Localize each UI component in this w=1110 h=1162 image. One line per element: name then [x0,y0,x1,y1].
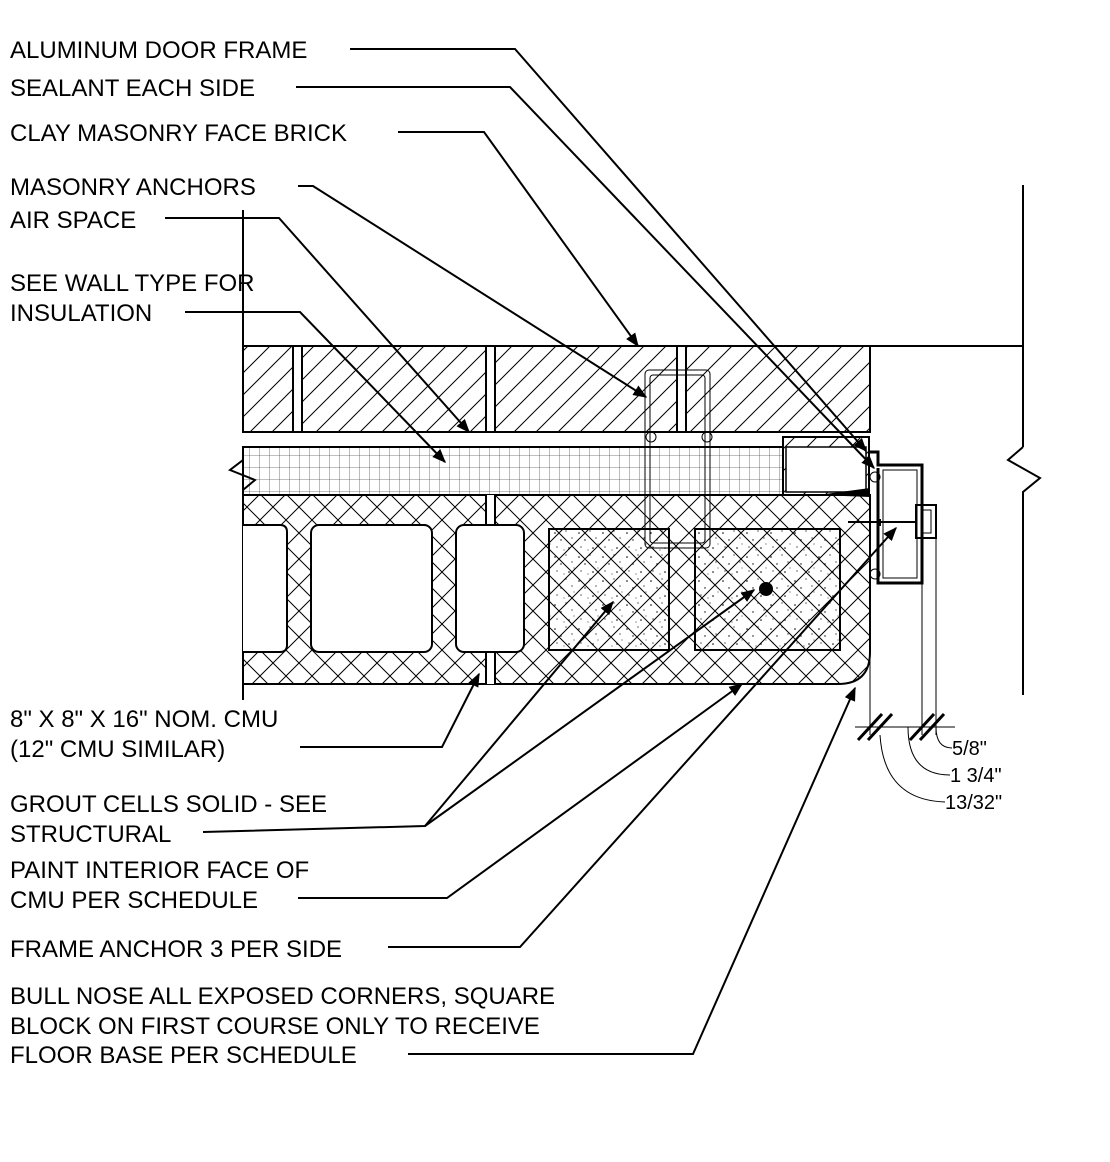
leader-face-brick [398,131,639,348]
label-grout-line1: GROUT CELLS SOLID - SEE [10,791,327,818]
label-cmu-line2: (12" CMU SIMILAR) [10,736,225,763]
callout-labels: ALUMINUM DOOR FRAME SEALANT EACH SIDE CL… [10,37,555,1069]
jamb-blocking [782,436,870,497]
label-bullnose-line2: BLOCK ON FIRST COURSE ONLY TO RECEIVE [10,1013,540,1040]
insulation-layer [242,446,784,496]
label-bullnose-line1: BULL NOSE ALL EXPOSED CORNERS, SQUARE [10,983,555,1010]
rebar [759,582,773,596]
leader-grout-2 [424,589,756,827]
aluminum-frame [848,450,937,735]
dimension-labels: 5/8" 1 3/4" 13/32" [945,738,1002,814]
label-grout-line2: STRUCTURAL [10,821,171,848]
dimension-marks [855,712,955,803]
label-insulation-line2: INSULATION [10,300,152,327]
leader-insulation [185,311,446,464]
masonry-anchor [644,369,713,549]
leader-masonry-anchors [298,185,648,398]
leader-lines [165,48,897,1055]
leader-paint [298,683,744,899]
label-insulation-line1: SEE WALL TYPE FOR [10,270,255,297]
dim-one-three-quarters: 1 3/4" [950,765,1002,787]
dim-thirteen-thirtyseconds: 13/32" [945,792,1002,814]
wall-graphic [227,185,1042,803]
label-frame-anchor: FRAME ANCHOR 3 PER SIDE [10,936,342,963]
leader-aluminum-frame [350,48,867,453]
label-paint-line2: CMU PER SCHEDULE [10,887,258,914]
label-sealant-each-side: SEALANT EACH SIDE [10,75,255,102]
label-air-space: AIR SPACE [10,207,136,234]
left-break-line [227,447,257,495]
label-cmu-line1: 8" X 8" X 16" NOM. CMU [10,706,278,733]
label-masonry-anchors: MASONRY ANCHORS [10,174,256,201]
leader-cmu [300,672,480,748]
label-clay-masonry-face-brick: CLAY MASONRY FACE BRICK [10,120,347,147]
label-paint-line1: PAINT INTERIOR FACE OF [10,857,309,884]
label-bullnose-line3: FLOOR BASE PER SCHEDULE [10,1042,357,1069]
dim-five-eighths: 5/8" [952,738,987,760]
leader-air-space [165,217,470,434]
cmu-block [242,494,871,685]
leader-sealant [296,86,875,470]
leader-bull-nose [408,686,856,1055]
label-aluminum-door-frame: ALUMINUM DOOR FRAME [10,37,307,64]
leader-frame-anchor [388,526,897,948]
face-brick-course [242,345,871,433]
room-wall-break [1006,446,1042,695]
